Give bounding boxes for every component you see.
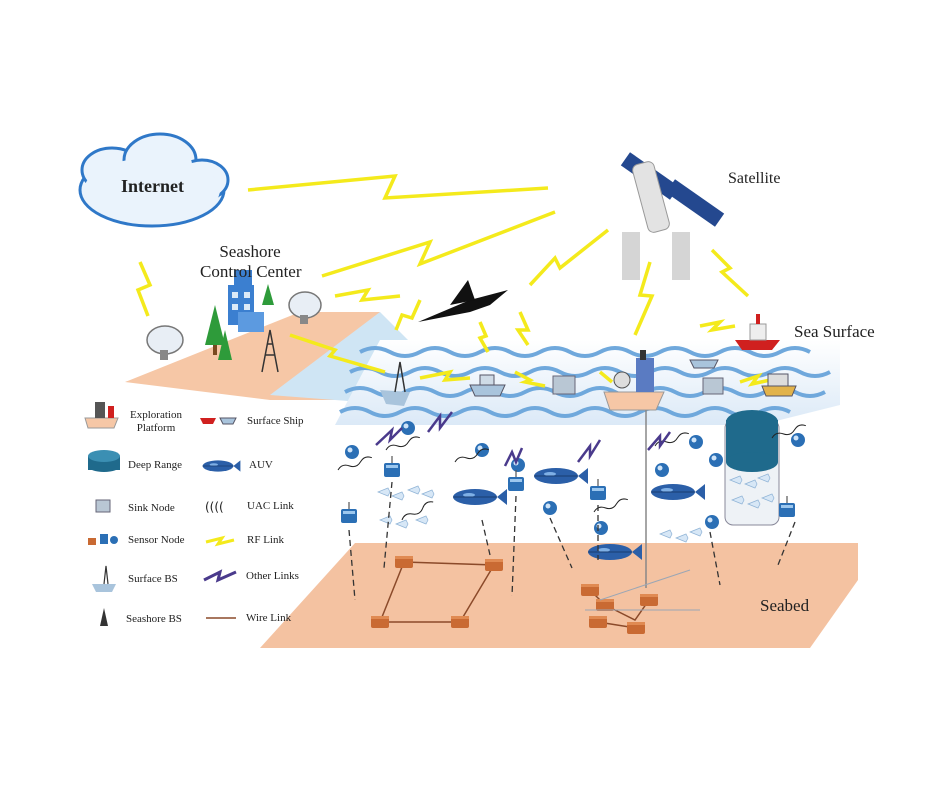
legend-sensor-node-label: Sensor Node <box>128 534 185 546</box>
legend-deep-range-label: Deep Range <box>128 459 183 471</box>
internet-cloud-icon <box>78 132 230 228</box>
sea-waves <box>339 346 831 418</box>
legend-sink-node-icon <box>95 499 111 513</box>
legend-uac-link-label: UAC Link <box>247 500 294 512</box>
seashore-bs-tower-icon <box>261 329 279 373</box>
legend-uac-link-icon: (((( <box>205 500 224 514</box>
fish-icons <box>377 473 775 543</box>
legend-exploration-line1: Exploration <box>130 409 182 421</box>
legend-rf-link-label: RF Link <box>247 534 284 546</box>
control-center-building-icon <box>228 270 264 332</box>
surface-ship-icon <box>735 314 780 350</box>
legend-surface-ship-label: Surface Ship <box>247 415 304 427</box>
satellite-dish-icon <box>146 291 322 360</box>
surface-bs-icon <box>380 361 410 406</box>
legend-exploration-line2: Platform <box>136 422 176 434</box>
seashore-control-center-label: Seashore Control Center <box>200 242 302 282</box>
satellite-icon <box>620 152 725 280</box>
seashore-label-line1: Seashore <box>219 242 281 261</box>
legend-other-links-icon <box>203 569 237 583</box>
legend-rf-link-icon <box>205 535 235 547</box>
legend-wire-link-label: Wire Link <box>246 612 292 624</box>
dashed-link-lines <box>348 481 796 601</box>
legend-auv-icon <box>202 460 241 472</box>
legend-seashore-bs-icon <box>100 608 108 626</box>
legend-sensor-node-icon <box>88 534 118 545</box>
seabed-label: Seabed <box>760 596 810 615</box>
surface-boat-icon <box>469 359 797 397</box>
legend-sink-node-label: Sink Node <box>128 502 175 514</box>
legend-surface-ship-icon <box>200 418 216 424</box>
tree-icon <box>205 284 274 360</box>
legend-seashore-bs-label: Seashore BS <box>126 613 182 625</box>
rf-link-lines <box>135 173 771 388</box>
legend-icons: (((( <box>84 402 241 626</box>
exploration-platform-icon <box>603 350 665 588</box>
legend-exploration-platform-icon <box>84 417 119 429</box>
legend-surface-bs-label: Surface BS <box>128 573 178 585</box>
legend-auv-label: AUV <box>249 459 273 471</box>
legend-other-links-label: Other Links <box>246 570 299 582</box>
satellite-label: Satellite <box>728 170 781 187</box>
legend-surface-bs-icon <box>92 584 116 592</box>
deep-range-icon <box>724 410 780 526</box>
sink-node-icon <box>552 375 724 395</box>
seashore-label-line2: Control Center <box>200 262 302 281</box>
internet-label: Internet <box>121 176 184 196</box>
aircraft-icon <box>418 280 508 322</box>
seabed-cable-lines <box>585 569 700 611</box>
sea-surface-label: Sea Surface <box>794 322 875 341</box>
other-link-lines <box>375 411 672 467</box>
legend-exploration-platform-label: Exploration Platform <box>126 409 186 435</box>
